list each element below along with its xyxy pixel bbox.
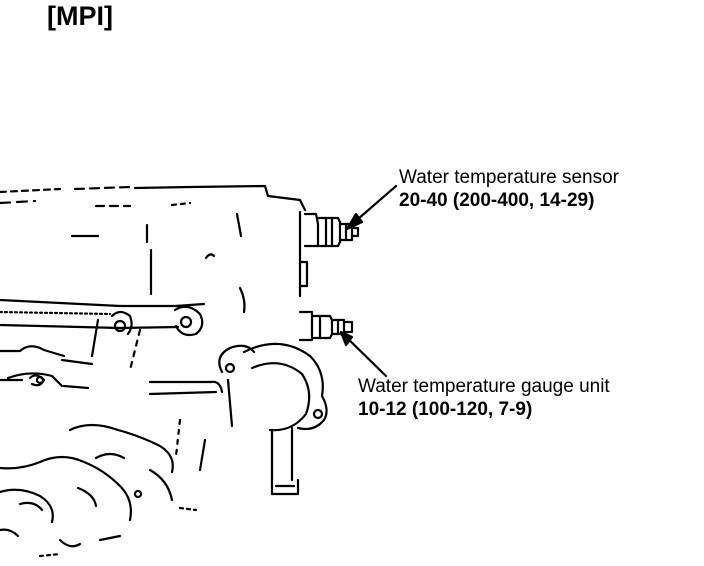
leader-arrows (339, 184, 398, 378)
callout-water-temperature-gauge-unit: Water temperature gauge unit 10-12 (100-… (358, 375, 610, 421)
water-temperature-gauge-unit (298, 310, 354, 342)
gauge-label: Water temperature gauge unit (358, 376, 610, 397)
callout-water-temperature-sensor: Water temperature sensor 20-40 (200-400,… (399, 166, 619, 212)
gauge-torque-spec: 10-12 (100-120, 7-9) (358, 399, 533, 420)
section-title: [MPI] (47, 1, 113, 31)
manifold-section (0, 298, 206, 390)
thermostat-housing (148, 342, 328, 496)
sensor-label: Water temperature sensor (399, 167, 619, 188)
lower-hose-section (0, 423, 198, 558)
sensor-torque-spec: 20-40 (200-400, 14-29) (399, 190, 595, 211)
water-temperature-sensor (303, 212, 360, 248)
upper-housing-outline (0, 184, 309, 314)
